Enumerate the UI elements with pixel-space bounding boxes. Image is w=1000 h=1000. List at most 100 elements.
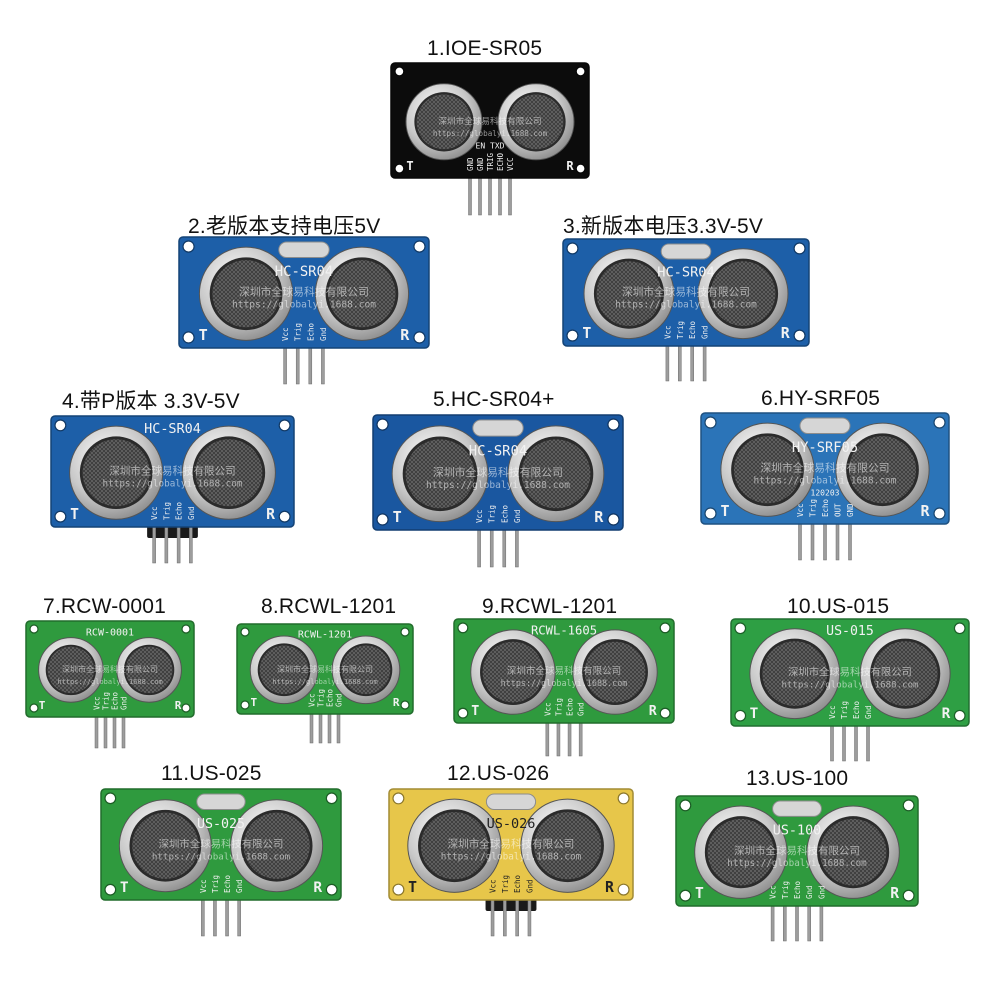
transmitter-letter: T (39, 699, 46, 712)
pin-label: Gnd (701, 325, 710, 339)
pin (488, 172, 492, 216)
pin (678, 340, 682, 382)
board-model-text: US-026 (487, 816, 536, 832)
module-label-9: 9.RCWL-1201 (482, 595, 618, 618)
pin (830, 720, 834, 762)
pin-label: Gnd (335, 693, 344, 707)
pin (795, 900, 799, 942)
pin (295, 342, 300, 385)
crystal-oscillator (799, 417, 851, 435)
pin (515, 894, 519, 937)
pin-label: Gnd (577, 702, 586, 716)
mounting-hole (325, 792, 338, 805)
board-model-text: US-015 (826, 624, 874, 639)
mounting-hole (278, 419, 291, 432)
pin-label: Vcc (769, 885, 778, 899)
pin-label: Gnd (817, 885, 826, 899)
module-label-7: 7.RCW-0001 (43, 595, 166, 618)
pin (478, 172, 482, 216)
pin (201, 894, 205, 937)
pin-label: Trig (294, 323, 303, 341)
board-model-text: HC-SR04 (275, 264, 333, 280)
pin (866, 720, 870, 762)
mounting-hole (278, 510, 291, 523)
mounting-hole (54, 419, 67, 432)
pin (798, 518, 802, 561)
receiver-letter: R (890, 885, 899, 902)
mounting-hole (400, 627, 410, 637)
receiver-letter: R (781, 324, 790, 342)
pin (490, 894, 495, 937)
mounting-hole (704, 416, 717, 429)
pin-label: Gnd (805, 885, 814, 899)
pin (665, 340, 670, 382)
receiver-mesh (848, 436, 917, 504)
board-model-text: HC-SR04 (469, 443, 527, 459)
pin (477, 524, 481, 568)
mounting-hole (181, 703, 191, 713)
watermark-url: https://globalyi.1688.com (441, 852, 582, 863)
watermark-text: 深圳市全球易科技有限公司 (109, 465, 235, 478)
mounting-hole (181, 624, 191, 634)
pin (502, 524, 507, 568)
transmitter-letter: T (720, 502, 729, 520)
watermark-text: 深圳市全球易科技有限公司 (622, 286, 750, 299)
pin-label: Trig (501, 875, 510, 893)
pin-label: OUT (834, 503, 843, 517)
pin-label: Trig (554, 698, 563, 716)
transmitter-mesh (82, 439, 150, 507)
watermark-url: https://globalyi.1688.com (781, 681, 919, 691)
mounting-hole (457, 622, 469, 634)
pin (770, 900, 775, 942)
pin-label: Gnd (120, 696, 129, 710)
pin (854, 720, 858, 762)
pin-label: Echo (513, 874, 522, 893)
pin-label: Vcc (543, 702, 552, 716)
receiver-letter: R (393, 696, 400, 709)
pin (164, 521, 169, 564)
mounting-hole (659, 707, 671, 719)
pin-label: TRIG (486, 152, 495, 171)
pin-label: Gnd (513, 509, 522, 523)
pin-label: Trig (317, 689, 326, 707)
transmitter-mesh (132, 812, 199, 879)
watermark-url: https://globalyi.1688.com (103, 479, 243, 490)
mounting-hole (566, 329, 579, 342)
transmitter-mesh (405, 439, 475, 509)
mounting-hole (679, 889, 692, 902)
pin (189, 521, 193, 564)
module-label-4: 4.带P版本 3.3V-5V (62, 390, 240, 413)
pin (515, 524, 519, 568)
mounting-hole (659, 622, 671, 634)
mounting-hole (933, 507, 946, 520)
mounting-hole (392, 883, 405, 896)
watermark-text: 深圳市全球易科技有限公司 (507, 665, 621, 677)
transmitter-mesh (420, 812, 488, 880)
mounting-hole (953, 709, 966, 722)
pin-label: Echo (306, 322, 315, 341)
pin (842, 720, 846, 762)
mounting-hole (400, 700, 410, 710)
pin-label: Echo (111, 691, 120, 710)
module-label-1: 1.IOE-SR05 (427, 37, 543, 60)
mounting-hole (394, 163, 405, 174)
mounting-hole (376, 418, 389, 431)
pin (508, 172, 512, 216)
receiver-mesh (328, 260, 396, 328)
pin (810, 518, 815, 561)
board-extra-text: EN TXD (476, 141, 505, 150)
transmitter-mesh (212, 260, 280, 328)
pin-label: Echo (326, 688, 335, 707)
watermark-url: https://globalyi.1688.com (615, 300, 757, 311)
module-label-3: 3.新版本电压3.3V-5V (563, 215, 764, 238)
pin (848, 518, 852, 561)
pin (152, 521, 156, 564)
module-label-8: 8.RCWL-1201 (261, 595, 397, 618)
receiver-mesh (125, 646, 173, 694)
receiver-mesh (243, 812, 310, 879)
crystal-oscillator (660, 243, 712, 260)
receiver-letter: R (605, 879, 614, 896)
